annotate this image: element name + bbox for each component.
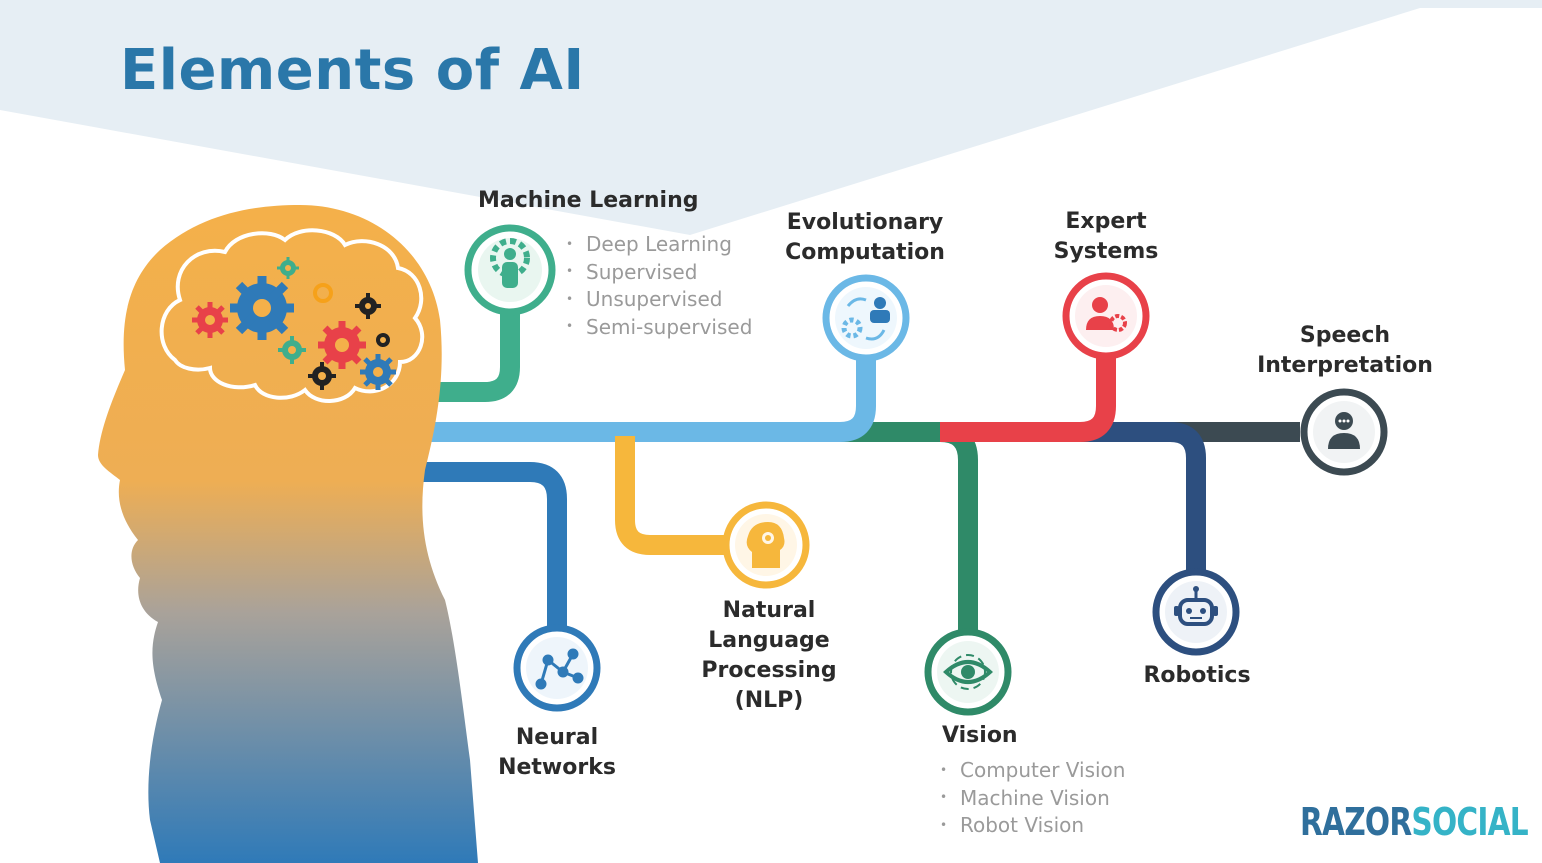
list-item: Computer Vision — [940, 757, 1125, 785]
vision-subitems: Computer Vision Machine Vision Robot Vis… — [940, 757, 1125, 840]
node-neural — [513, 624, 601, 712]
gear-icon — [308, 362, 336, 390]
background-band — [0, 0, 1542, 235]
person-gear-icon — [490, 238, 530, 288]
head-gear-icon — [746, 522, 785, 568]
label-neural: Neural Networks — [498, 725, 616, 780]
node-evolutionary — [822, 274, 910, 362]
list-item: Supervised — [566, 259, 752, 287]
label-vision: Vision — [942, 723, 1018, 748]
machine-learning-subitems: Deep Learning Supervised Unsupervised Se… — [566, 231, 752, 341]
gear-icon — [192, 302, 228, 338]
list-item: Machine Vision — [940, 785, 1125, 813]
label-machine-learning: Machine Learning — [478, 188, 699, 213]
connector-vision — [830, 422, 978, 632]
gear-icon — [360, 354, 396, 390]
node-expert — [1062, 272, 1150, 360]
gear-icon — [277, 257, 299, 279]
list-item: Semi-supervised — [566, 314, 752, 342]
eye-icon — [943, 654, 993, 690]
node-nlp — [722, 501, 810, 589]
person-cycle-icon — [841, 297, 890, 341]
connector-neural — [410, 462, 567, 628]
connector-ml — [420, 313, 520, 402]
gear-icon — [355, 293, 381, 319]
expert-gear-icon — [1086, 297, 1127, 332]
page-title: Elements of AI — [120, 38, 585, 103]
label-nlp: Natural Language Processing (NLP) — [701, 598, 837, 713]
label-speech: Speech Interpretation — [1257, 323, 1433, 378]
gear-icon — [318, 321, 366, 369]
gear-icon — [278, 336, 306, 364]
connector-evolutionary — [420, 358, 876, 442]
razorsocial-logo: RAZORSOCIAL — [1300, 800, 1529, 844]
list-item: Unsupervised — [566, 286, 752, 314]
label-expert: Expert Systems — [1053, 209, 1159, 264]
network-icon — [535, 648, 584, 690]
gear-icon — [376, 333, 390, 347]
connector-expert — [940, 355, 1116, 442]
brain-outline — [159, 228, 425, 403]
gear-icon — [230, 276, 294, 340]
node-speech — [1300, 388, 1388, 476]
label-robotics: Robotics — [1143, 663, 1251, 688]
ring-icon — [313, 283, 333, 303]
node-robotics — [1152, 568, 1240, 656]
list-item: Robot Vision — [940, 812, 1125, 840]
speaking-person-icon — [1328, 412, 1360, 449]
list-item: Deep Learning — [566, 231, 752, 259]
node-vision — [924, 628, 1012, 716]
node-machine-learning — [464, 224, 556, 316]
connector-nlp — [615, 436, 730, 555]
robot-icon — [1174, 586, 1218, 626]
label-evolutionary: Evolutionary Computation — [785, 210, 945, 265]
connector-robotics — [1085, 422, 1206, 572]
